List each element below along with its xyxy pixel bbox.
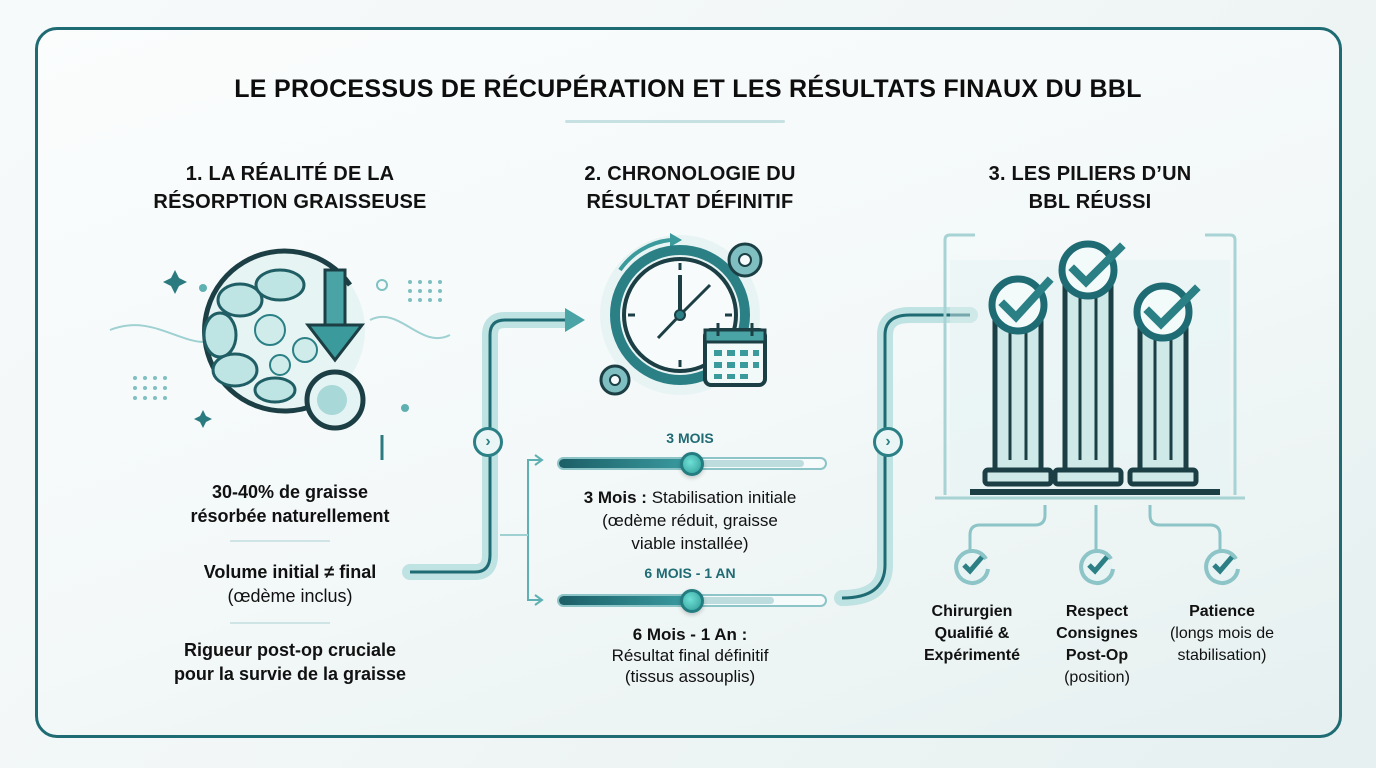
clock-calendar-icon: [599, 233, 767, 396]
pillar-chirurgien-line2: Qualifié &: [934, 625, 1010, 642]
section-3-title: 3. LES PILIERS D’UN BBL RÉUSSI: [920, 160, 1260, 216]
progress-track: [689, 597, 774, 604]
fact-volume-line1: Volume initial ≠ final: [203, 562, 377, 582]
progress-knob[interactable]: [680, 589, 704, 613]
title-divider: [565, 120, 785, 123]
milestone-1-text2: (œdème réduit, graisse: [602, 511, 778, 530]
fact-volume: Volume initial ≠ final (œdème inclus): [120, 560, 460, 608]
pillar-respect-line1: Respect: [1065, 603, 1129, 620]
milestone-1-bold: 3 Mois :: [583, 488, 647, 507]
pillar-respect-line4: (position): [1064, 669, 1130, 686]
check-icon: [1079, 548, 1115, 585]
pillars-checkmark-icon: [935, 233, 1245, 500]
page-title: LE PROCESSUS DE RÉCUPÉRATION ET LES RÉSU…: [234, 75, 1142, 103]
milestone-1-text1: Stabilisation initiale: [646, 488, 797, 507]
milestone-1-progress[interactable]: [557, 452, 827, 476]
pillar-respect-line3: Post-Op: [1065, 647, 1129, 664]
check-icon: [1204, 548, 1240, 585]
next-step-button-2[interactable]: ›: [873, 427, 903, 457]
fact-volume-line2: (œdème inclus): [227, 586, 353, 606]
section-2-title: 2. CHRONOLOGIE DU RÉSULTAT DÉFINITIF: [520, 160, 860, 216]
fact-resorption-line2: résorbée naturellement: [190, 506, 390, 526]
progress-track: [689, 460, 804, 467]
pillar-chirurgien-line3: Expérimenté: [923, 647, 1021, 664]
section-1-title-line2: RÉSORPTION GRAISSEUSE: [153, 191, 427, 213]
fact-rigueur: Rigueur post-op cruciale pour la survie …: [120, 638, 460, 686]
section-2-title-line1: 2. CHRONOLOGIE DU: [584, 163, 796, 185]
pillar-patience-line1: Patience: [1189, 603, 1255, 620]
next-step-button-1[interactable]: ›: [473, 427, 503, 457]
milestone-2-progress[interactable]: [557, 589, 827, 613]
milestone-1-description: 3 Mois : Stabilisation initiale (œdème r…: [540, 486, 840, 555]
milestone-1-text3: viable installée): [631, 534, 749, 553]
divider: [230, 622, 330, 624]
milestone-2-text1: Résultat final définitif: [611, 646, 769, 665]
progress-fill: [559, 596, 692, 605]
pillar-patience: Patience (longs mois de stabilisation): [1152, 601, 1292, 667]
pillar-patience-line3: stabilisation): [1177, 647, 1267, 664]
section-1-title-line1: 1. LA RÉALITÉ DE LA: [185, 163, 395, 185]
pillar-respect-line2: Consignes: [1056, 625, 1138, 642]
fact-resorption: 30-40% de graisse résorbée naturellement: [120, 480, 460, 528]
pillar-chirurgien: Chirurgien Qualifié & Expérimenté: [912, 601, 1032, 667]
pillar-respect: Respect Consignes Post-Op (position): [1037, 601, 1157, 689]
progress-knob[interactable]: [680, 452, 704, 476]
chevron-right-icon: ›: [885, 433, 891, 450]
milestone-2-bold: 6 Mois - 1 An :: [632, 625, 748, 644]
chevron-right-icon: ›: [485, 433, 491, 450]
milestone-2-description: 6 Mois - 1 An : Résultat final définitif…: [540, 624, 840, 687]
fact-rigueur-line2: pour la survie de la graisse: [173, 664, 407, 684]
pillar-branch-lines: [968, 505, 1222, 550]
progress-fill: [559, 459, 692, 468]
fat-cell-resorption-icon: [109, 248, 451, 460]
fact-rigueur-line1: Rigueur post-op cruciale: [183, 640, 397, 660]
section-3-title-line1: 3. LES PILIERS D’UN: [988, 163, 1192, 185]
pillar-patience-line2: (longs mois de: [1169, 625, 1275, 642]
section-3-title-line2: BBL RÉUSSI: [1028, 191, 1152, 213]
section-1-title: 1. LA RÉALITÉ DE LA RÉSORPTION GRAISSEUS…: [120, 160, 460, 216]
milestone-2-label: 6 MOIS - 1 AN: [644, 565, 736, 581]
section-2-title-line2: RÉSULTAT DÉFINITIF: [586, 191, 794, 213]
fact-resorption-line1: 30-40% de graisse: [211, 482, 369, 502]
check-icon: [954, 548, 990, 585]
milestone-1-label: 3 MOIS: [666, 430, 714, 446]
milestone-2-text2: (tissus assouplis): [624, 667, 756, 686]
pillar-chirurgien-line1: Chirurgien: [931, 603, 1013, 620]
divider: [230, 540, 330, 542]
